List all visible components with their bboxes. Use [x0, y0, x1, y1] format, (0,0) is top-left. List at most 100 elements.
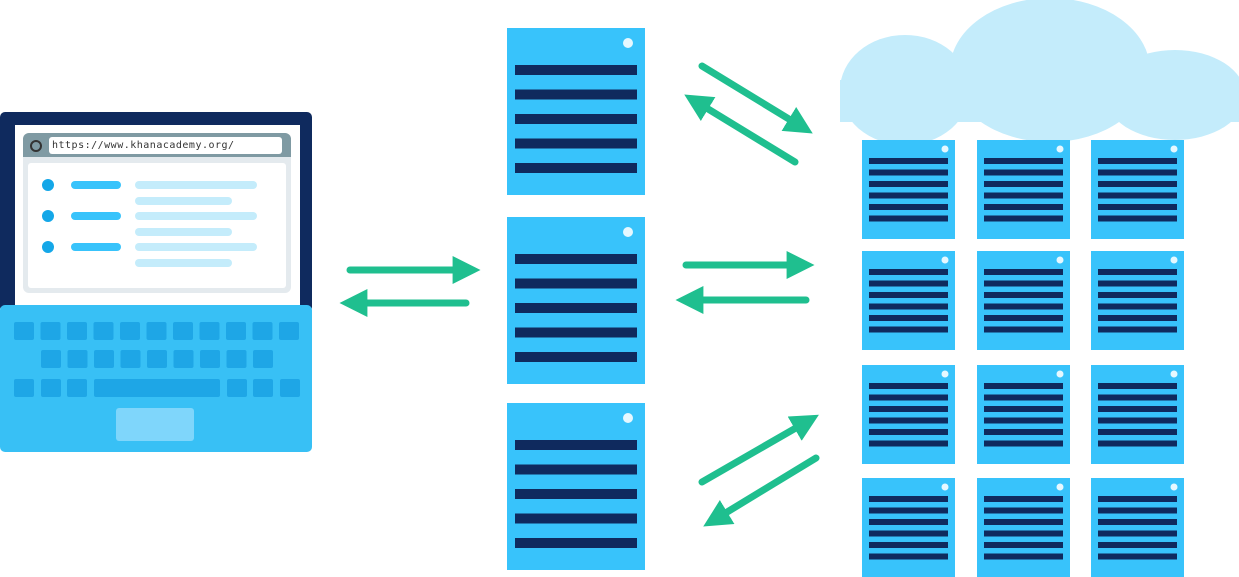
server-led-icon — [1170, 145, 1178, 153]
server-rack-bar — [869, 496, 948, 502]
keyboard-key — [280, 379, 300, 397]
server-rack-bar — [1098, 383, 1177, 389]
server-rack-bar — [515, 138, 637, 149]
server-rack-bar — [869, 204, 948, 210]
list-item-line — [135, 259, 232, 267]
server-led-icon — [1056, 256, 1064, 264]
server-rack-bar — [1098, 440, 1177, 447]
data-flow-arrow — [703, 454, 820, 527]
server-rack-bar — [1098, 326, 1177, 333]
server — [862, 140, 955, 239]
server-rack-bar — [515, 513, 637, 524]
list-bullet — [42, 179, 54, 191]
server-rack-bar — [984, 530, 1063, 537]
server-rack-bar — [984, 292, 1063, 298]
server-rack-bar — [984, 496, 1063, 502]
list-item-title — [71, 212, 121, 220]
keyboard-key — [173, 322, 193, 340]
server-rack-bar — [1098, 417, 1177, 424]
server-rack-bar — [984, 429, 1063, 435]
cloud-shape — [840, 0, 1239, 145]
server-led-icon — [941, 256, 949, 264]
server-rack-bar — [1098, 406, 1177, 412]
list-item-line — [135, 197, 232, 205]
server-body — [862, 478, 955, 577]
server — [1091, 478, 1184, 577]
server-rack-bar — [984, 192, 1063, 199]
keyboard-key — [226, 350, 247, 368]
keyboard-key — [120, 350, 141, 368]
server-rack-bar — [515, 254, 637, 264]
server-rack-bar — [869, 519, 948, 525]
keyboard-key — [67, 350, 88, 368]
keyboard-key — [14, 322, 34, 340]
server — [862, 365, 955, 464]
server-rack-bar — [1098, 530, 1177, 537]
server-rack-bar — [984, 181, 1063, 187]
server-body — [1091, 365, 1184, 464]
server-body — [977, 365, 1070, 464]
keyboard-key — [40, 322, 61, 340]
server — [977, 478, 1070, 577]
server-rack-bar — [515, 303, 637, 313]
keyboard-key — [253, 350, 273, 368]
keyboard-key — [147, 350, 167, 368]
server-body — [977, 478, 1070, 577]
server-led-icon — [1170, 370, 1178, 378]
server-led-icon — [941, 145, 949, 153]
data-flow-arrow — [684, 94, 799, 166]
server-rack-bar — [869, 215, 948, 222]
server — [1091, 365, 1184, 464]
server-rack-bar — [869, 406, 948, 412]
address-bar-url: https://www.khanacademy.org/ — [52, 140, 235, 151]
list-item-line — [135, 228, 232, 236]
server-rack-bar — [869, 440, 948, 447]
server-body — [862, 251, 955, 350]
server-led-icon — [941, 370, 949, 378]
server-rack-bar — [515, 440, 637, 450]
server-rack-bar — [869, 530, 948, 537]
server-rack-bar — [984, 158, 1063, 164]
server-rack-bar — [869, 280, 948, 287]
server-rack-bar — [1098, 496, 1177, 502]
server-rack-bar — [1098, 192, 1177, 199]
server-rack-bar — [984, 215, 1063, 222]
keyboard-key — [253, 379, 273, 397]
server-rack-bar — [869, 315, 948, 321]
keyboard-key — [146, 322, 167, 340]
server-rack-bar — [1098, 303, 1177, 310]
server-rack-bar — [869, 303, 948, 310]
server — [977, 251, 1070, 350]
server-body — [1091, 140, 1184, 239]
keyboard-key — [279, 322, 299, 340]
list-item-title — [71, 243, 121, 251]
server-rack-bar — [515, 464, 637, 475]
server-rack-bar — [869, 417, 948, 424]
server-rack-bar — [984, 406, 1063, 412]
server-rack-bar — [515, 352, 637, 362]
keyboard-key — [226, 322, 246, 340]
server — [977, 140, 1070, 239]
server-rack-bar — [984, 326, 1063, 333]
server-rack-bar — [1098, 169, 1177, 176]
server-rack-bar — [515, 489, 637, 499]
list-item-line — [135, 212, 257, 220]
server-led-icon — [1170, 483, 1178, 491]
server-led-icon — [1170, 256, 1178, 264]
keyboard-key — [67, 322, 87, 340]
server-rack-bar — [984, 269, 1063, 275]
server — [507, 403, 645, 570]
address-bar[interactable] — [49, 137, 282, 154]
keyboard-key — [252, 322, 273, 340]
keyboard-key — [200, 350, 220, 368]
refresh-icon[interactable] — [30, 140, 42, 152]
server — [507, 217, 645, 384]
server-rack-bar — [869, 169, 948, 176]
server-rack-bar — [869, 383, 948, 389]
server-rack-bar — [1098, 507, 1177, 514]
server-rack-bar — [1098, 280, 1177, 287]
server-rack-bar — [1098, 553, 1177, 560]
server-rack-bar — [984, 417, 1063, 424]
keyboard-key — [94, 350, 114, 368]
keyboard-key — [199, 322, 220, 340]
